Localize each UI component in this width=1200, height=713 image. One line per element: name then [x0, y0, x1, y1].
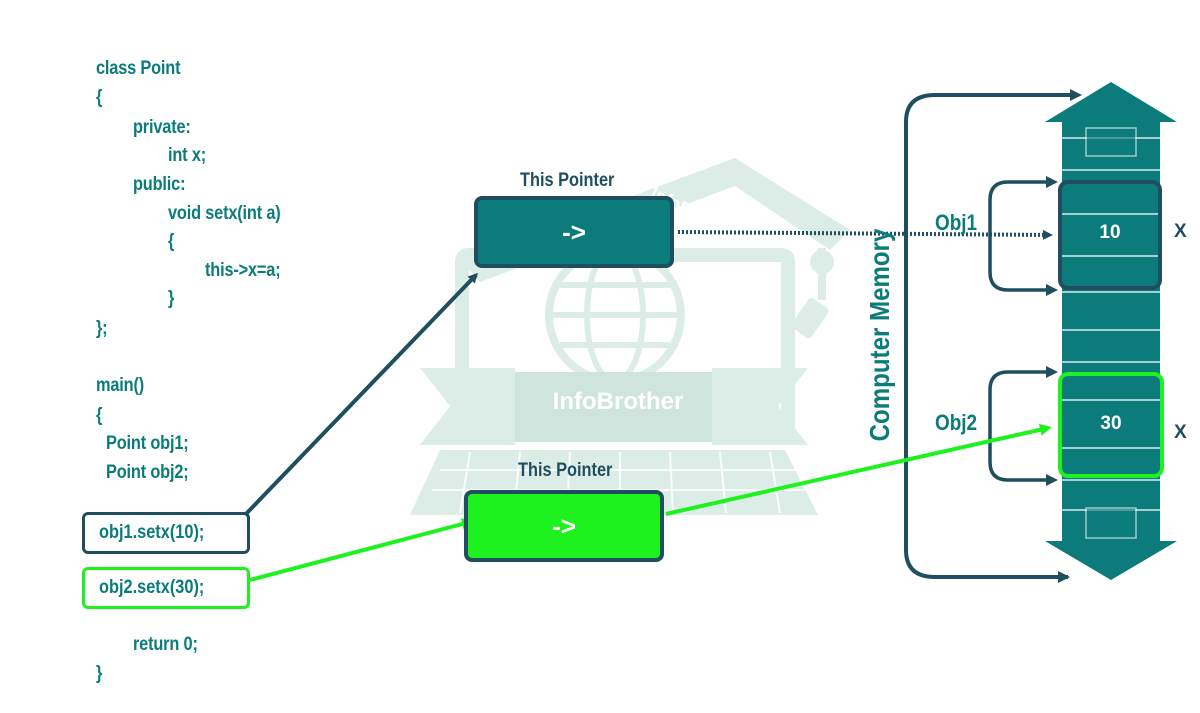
pointer2-title: This Pointer: [518, 460, 613, 481]
code-line: Point obj2;: [106, 462, 189, 483]
code-line: class Point: [96, 58, 181, 79]
obj1-value: 10: [1099, 222, 1121, 243]
obj2-value: 30: [1100, 413, 1122, 434]
code-line: {: [168, 231, 175, 252]
pointer2-box: ->: [464, 490, 664, 562]
call-obj2-box: obj2.setx(30);: [82, 567, 250, 609]
arrow-pointer2-to-obj2: [665, 423, 1052, 516]
pointer1-box: ->: [474, 196, 674, 268]
call-obj1-text: obj1.setx(10);: [99, 522, 205, 543]
code-line: public:: [133, 174, 186, 195]
pointer1-arrow-label: ->: [562, 216, 586, 247]
code-line: this->x=a;: [205, 260, 281, 281]
code-line: Point obj1;: [106, 433, 189, 454]
code-line: }: [168, 288, 175, 309]
watermark-text: InfoBrother: [552, 388, 684, 415]
obj1-label: Obj1: [935, 210, 978, 235]
obj2-memory-cell: [1058, 372, 1164, 478]
code-line: }: [96, 663, 103, 684]
arrow-call2-to-pointer: [249, 518, 474, 582]
memory-brace: [904, 93, 1070, 579]
code-line: {: [96, 405, 103, 426]
call-obj1-box: obj1.setx(10);: [82, 512, 250, 554]
code-line: main(): [96, 375, 144, 396]
code-line: private:: [133, 117, 191, 138]
code-line: {: [96, 87, 103, 108]
pointer2-arrow-label: ->: [552, 510, 576, 541]
pointer1-title: This Pointer: [520, 170, 615, 191]
code-line: int x;: [168, 145, 207, 166]
code-line: };: [96, 318, 108, 339]
obj1-memory-cell: [1058, 180, 1162, 290]
code-line: void setx(int a): [168, 203, 281, 224]
code-line: return 0;: [133, 634, 198, 655]
obj1-member-label: X: [1174, 221, 1187, 242]
call-obj2-text: obj2.setx(30);: [99, 577, 205, 598]
obj2-member-label: X: [1174, 422, 1187, 443]
obj2-label: Obj2: [935, 410, 978, 435]
memory-title: Computer Memory: [864, 228, 895, 442]
obj2-brace: [988, 370, 1048, 482]
arrow-call1-to-pointer: [243, 272, 479, 517]
memory-column: [1045, 82, 1177, 580]
